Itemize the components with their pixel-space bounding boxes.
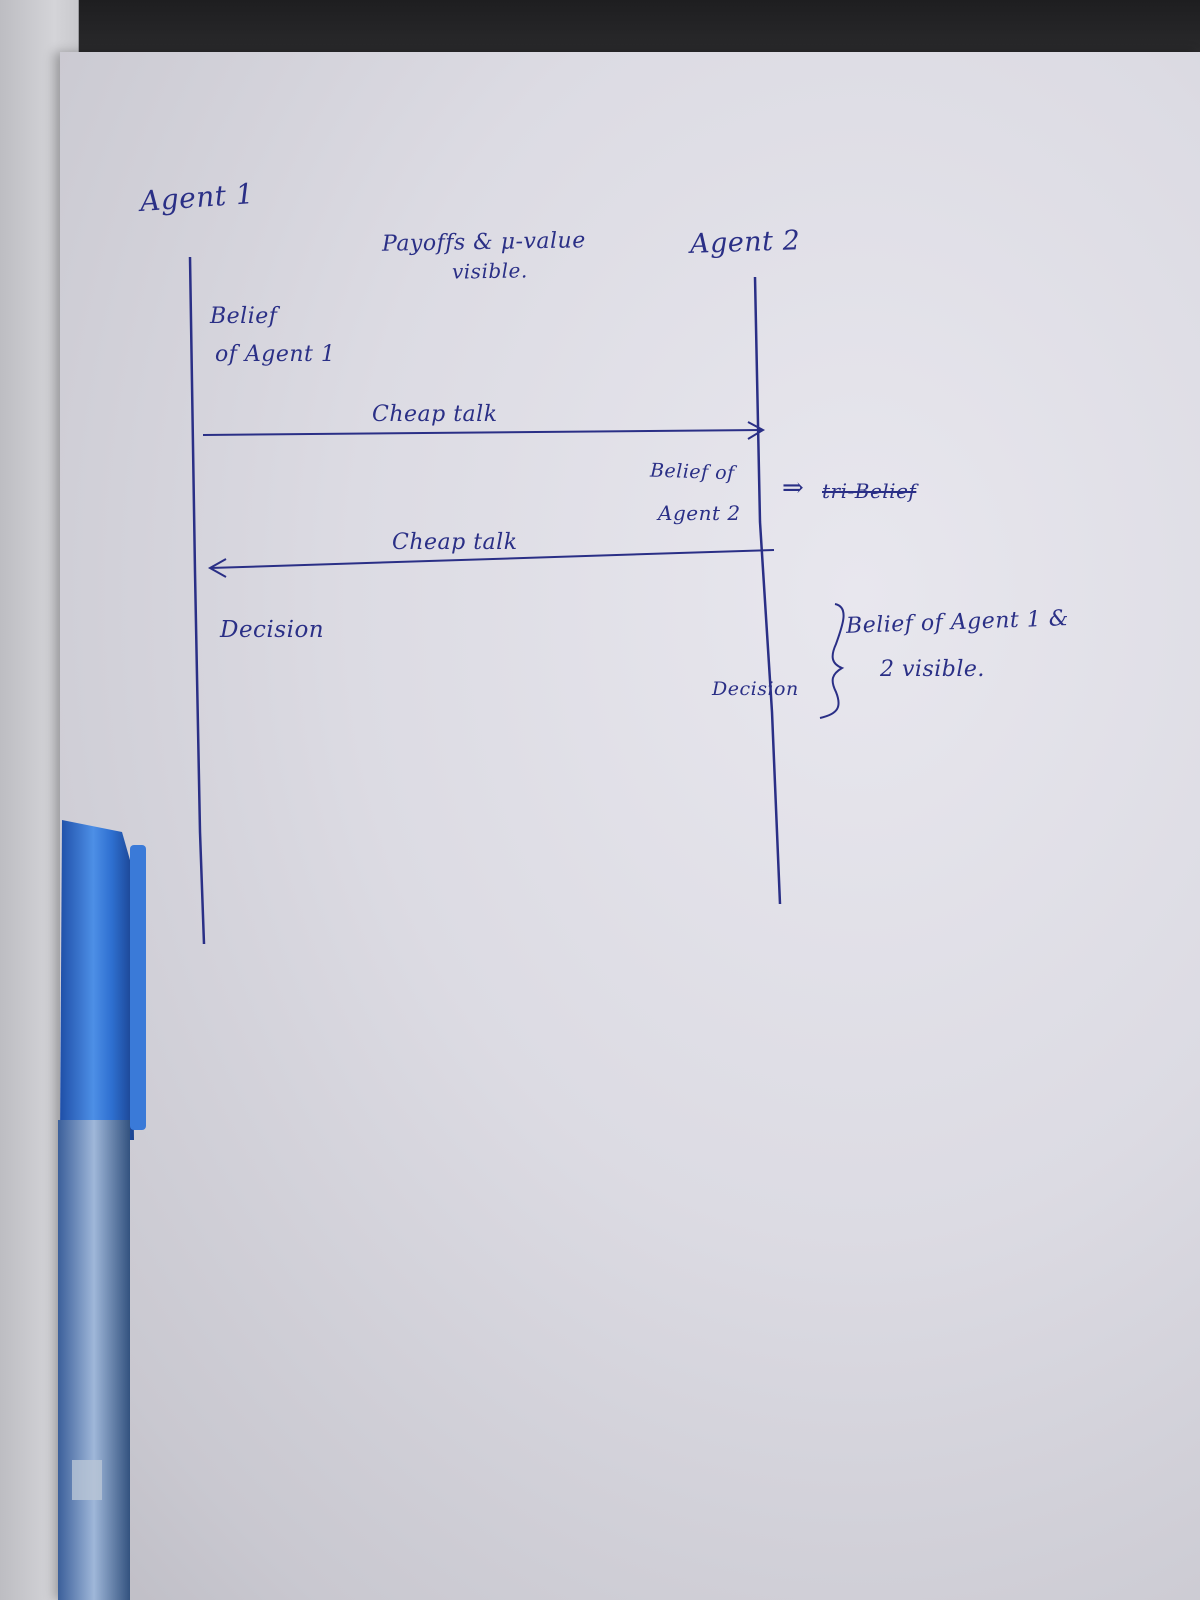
cheap-talk-arrowhead-2 xyxy=(207,558,227,578)
sequence-diagram-lines xyxy=(188,256,845,945)
agent1-lifeline xyxy=(188,256,206,945)
agent2-lifeline xyxy=(753,276,782,905)
cheap-talk-label-1: Cheap talk xyxy=(372,402,498,427)
payoffs-note-line1: Payoffs & μ-value xyxy=(381,228,586,257)
agent1-belief-line1: Belief xyxy=(210,304,278,329)
cheap-talk-arrow-2 xyxy=(209,549,775,569)
notebook-page: Agent 1 Agent 2 Payoffs & μ-value visibl… xyxy=(60,52,1200,1600)
agent1-belief-line2: of Agent 1 xyxy=(215,342,336,367)
blue-pen xyxy=(58,820,146,1600)
cheap-talk-arrowhead-1 xyxy=(747,421,766,440)
cheap-talk-arrow-1 xyxy=(202,429,763,436)
agent1-decision: Decision xyxy=(220,617,325,643)
pen-cap xyxy=(60,820,134,1140)
implies-arrow: ⇒ xyxy=(782,473,805,503)
pen-clip xyxy=(130,845,146,1130)
payoffs-note-line2: visible. xyxy=(451,258,528,284)
agent2-decision: Decision xyxy=(712,678,799,700)
crossed-out-text: tri-Belief xyxy=(822,479,917,503)
pen-grip xyxy=(72,1460,102,1500)
cheap-talk-label-2: Cheap talk xyxy=(392,530,518,555)
agent2-title: Agent 2 xyxy=(689,225,801,260)
both-beliefs-line2: 2 visible. xyxy=(880,657,985,682)
curly-brace xyxy=(819,603,845,719)
agent2-belief-line2: Agent 2 xyxy=(658,501,741,525)
pen-barrel xyxy=(58,1120,130,1600)
agent2-belief-line1: Belief of xyxy=(649,459,736,485)
